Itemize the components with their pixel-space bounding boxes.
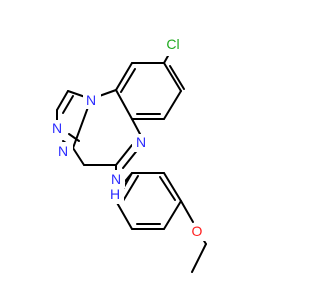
chlorine-label: Cl bbox=[166, 36, 179, 52]
bond-layer bbox=[56, 46, 207, 273]
atom-layer: Cl N N N N N H O bbox=[48, 32, 206, 241]
bond-ring-a5 bbox=[115, 89, 133, 120]
label-mask-nh bbox=[107, 170, 125, 188]
bond-ring-a4 bbox=[163, 90, 182, 120]
label-mask-n4 bbox=[132, 134, 150, 152]
label-mask-n3 bbox=[55, 142, 73, 160]
label-mask-n1 bbox=[83, 91, 101, 109]
bond-ethoxy-a1 bbox=[180, 200, 194, 223]
amine-nitrogen-label: N bbox=[111, 171, 121, 187]
label-mask-cl bbox=[158, 32, 188, 56]
label-mask-h bbox=[106, 186, 124, 204]
bond-ph-a5 bbox=[163, 172, 182, 202]
triazole-nitrogen-1-label: N bbox=[86, 92, 96, 108]
bond-ethoxy-a3 bbox=[191, 243, 207, 273]
ether-oxygen-label: O bbox=[192, 223, 203, 239]
bond-tri-a4-double bbox=[68, 133, 80, 142]
bond-ph-a5-double bbox=[159, 176, 176, 201]
triazole-nitrogen-2-label: N bbox=[52, 120, 62, 136]
bond-mid-a3 bbox=[115, 144, 133, 166]
bond-tri-a2-double bbox=[62, 95, 74, 114]
bond-ring-a3 bbox=[115, 62, 133, 91]
bond-ph-a4 bbox=[163, 200, 182, 230]
bond-ph-a1-double bbox=[122, 175, 139, 202]
amine-hydrogen-label: H bbox=[110, 186, 120, 202]
bond-ring-a2-double bbox=[169, 65, 185, 90]
molecule-structure: Cl N N N N N H O bbox=[48, 32, 207, 273]
label-mask-o bbox=[188, 223, 206, 241]
bond-ring-a3-double bbox=[120, 68, 136, 93]
pyrazine-nitrogen-label: N bbox=[136, 134, 146, 150]
label-mask-n2 bbox=[48, 120, 66, 138]
bond-mid-a5 bbox=[72, 147, 85, 166]
triazole-nitrogen-3-label: N bbox=[58, 143, 68, 159]
diagram-canvas: Cl N N N N N H O bbox=[48, 32, 207, 273]
bond-mid-a2 bbox=[131, 118, 141, 135]
bond-tri-a2 bbox=[56, 90, 69, 111]
bond-ring-a2 bbox=[163, 62, 182, 92]
bond-ph-a2 bbox=[115, 200, 133, 230]
